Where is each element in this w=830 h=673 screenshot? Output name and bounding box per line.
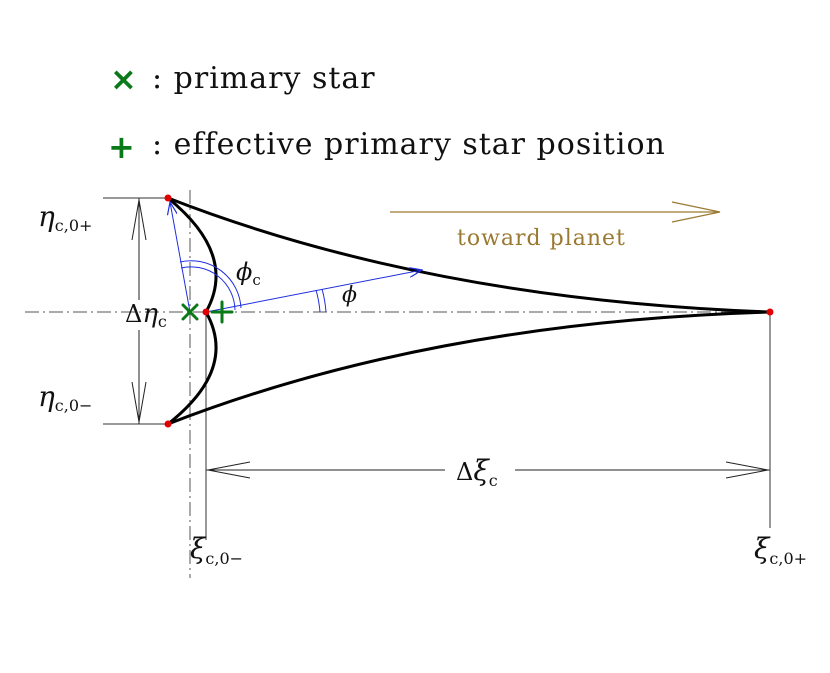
- delta-eta-label: Δηc: [125, 299, 167, 331]
- toward-planet-label: toward planet: [457, 226, 626, 251]
- delta-xi-label: Δξc: [456, 454, 498, 490]
- cusp-points: [164, 194, 774, 428]
- math-labels: ηc,0+ ηc,0− Δηc ϕc ϕ Δξc ξc,0− ξc,0+: [38, 200, 807, 568]
- legend-primary-star-label: : primary star: [152, 61, 376, 96]
- phi-arc-outer: [321, 288, 327, 313]
- phi-arc-inner: [315, 289, 321, 313]
- toward-planet-arrow: [390, 201, 721, 223]
- cusp-bottom: [164, 420, 172, 428]
- caustic-lower-fold: [166, 310, 772, 426]
- eta-bottom-label: ηc,0−: [38, 380, 92, 415]
- xi-right-label: ξc,0+: [754, 532, 807, 568]
- vector-phi: [205, 270, 422, 313]
- delta-eta-dimension: [131, 198, 147, 424]
- phi-c-arc-outer: [179, 260, 242, 309]
- cusp-top: [164, 194, 172, 202]
- caustic-upper-fold: [166, 196, 772, 314]
- legend-primary-star-marker: ×: [110, 60, 137, 98]
- phi-label: ϕ: [342, 283, 357, 308]
- vector-to-cusp: [170, 202, 191, 313]
- phi-c-label: ϕc: [236, 258, 261, 289]
- legend-effective-label: : effective primary star position: [152, 127, 666, 162]
- cusp-left: [202, 308, 210, 316]
- legend-effective-marker: +: [108, 128, 135, 166]
- legend: × : primary star + : effective primary s…: [108, 60, 666, 166]
- guide-lines: [25, 190, 770, 578]
- cusp-right: [766, 308, 774, 316]
- effective-position-marker: [210, 300, 234, 324]
- phi-c-arc-inner: [180, 266, 236, 311]
- delta-xi-dimension: [206, 461, 770, 479]
- extension-lines: [103, 197, 771, 540]
- angle-annotations: [170, 202, 422, 313]
- primary-star-marker: [181, 303, 199, 321]
- eta-top-label: ηc,0+: [38, 200, 92, 235]
- xi-left-label: ξc,0−: [190, 532, 243, 568]
